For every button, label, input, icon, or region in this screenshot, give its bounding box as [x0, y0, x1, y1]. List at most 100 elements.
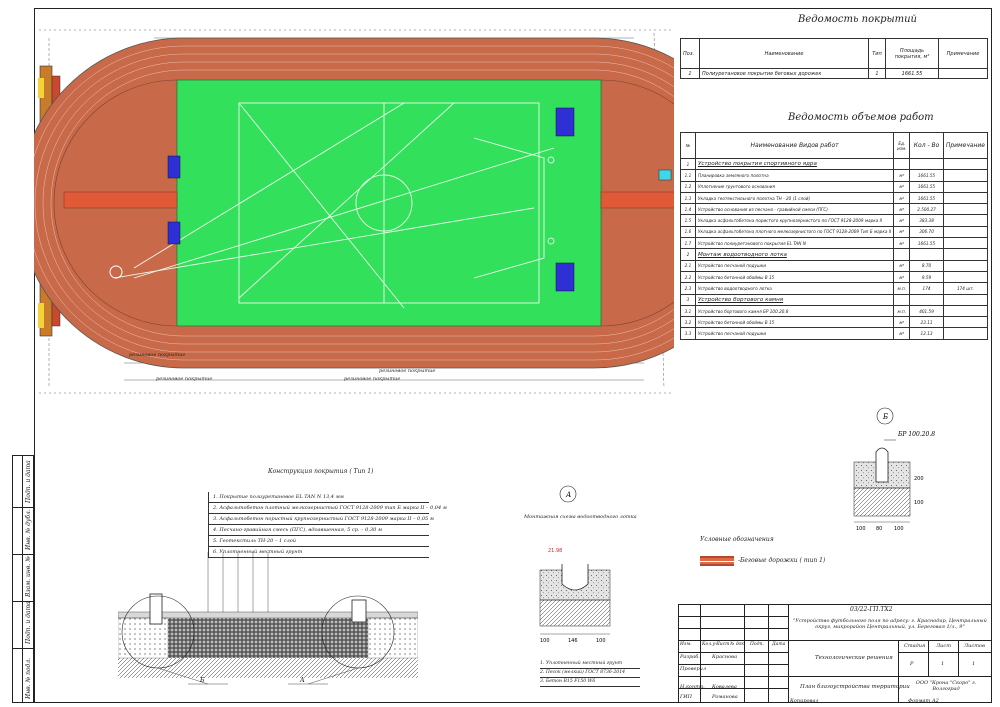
drawing-name: План благоустройства территории [800, 684, 910, 690]
coverage-title: Ведомость покрытий [798, 14, 917, 25]
curb-vdim: 200 [914, 476, 924, 482]
cell [942, 214, 989, 227]
sheet-header: Листов [964, 643, 985, 649]
cell: Устройство песчаной подушки [694, 259, 895, 272]
cell: 1.1 [680, 169, 696, 182]
cell: 383.38 [909, 214, 944, 227]
cell: 23.11 [909, 316, 944, 329]
cell [942, 316, 989, 329]
project-name: "Устройство футбольного поля по адресу: … [793, 618, 987, 630]
sheet-header: Стадия [904, 643, 926, 649]
stamp-col: Изм. [680, 642, 692, 647]
side-label: Инв. № дубл. [25, 509, 32, 550]
layers-legend: 1. Покрытие полиуретановое EL TAN N 13,4… [208, 492, 447, 558]
cell: м.п. [893, 304, 911, 318]
cell: Устройство бетонной обоймы В 15 [694, 316, 895, 329]
cell: 1.4 [680, 203, 696, 216]
stamp-person: Краснова [712, 654, 738, 660]
cell [893, 157, 911, 171]
layer-label: 3. Асфальтобетон пористый крупнозернисты… [209, 514, 434, 525]
cell [942, 304, 989, 318]
cell: Уплотнение грунтового основания [694, 180, 895, 193]
curb-dim: 80 [876, 526, 882, 532]
football-field [176, 79, 602, 327]
stamp-role: Н.контр. [680, 684, 705, 690]
section-name: Технологические решения [815, 655, 893, 661]
side-label: Подп. и дата [25, 601, 32, 644]
cell: Устройство основания из песчано - гравий… [694, 203, 895, 216]
cell: 3.3 [680, 327, 696, 340]
legend-swatch [700, 556, 734, 566]
cell: Устройство бортового камня [694, 293, 895, 306]
stamp-col: Подп. [750, 642, 764, 647]
col-header: Тип [868, 38, 886, 69]
cell: Укладка асфальтобетона плотного мелкозер… [694, 225, 895, 239]
cell: 1 [868, 68, 886, 79]
tray-note: 1. Уплотненный местный грунт [540, 660, 640, 669]
sheet-value: Р [910, 661, 914, 667]
copied-label: Копировал [790, 698, 819, 704]
cell: м³ [893, 259, 911, 272]
format-label: Формат А2 [908, 698, 939, 704]
stamp-role: ГИП [680, 694, 693, 700]
cell [942, 203, 989, 216]
table-row: 1 Полиуретановое покрытие беговых дороже… [680, 68, 988, 79]
layer-label: 1. Покрытие полиуретановое EL TAN N 13,4… [209, 492, 429, 503]
cell: 3.1 [680, 304, 696, 318]
stamp-col: Дата [772, 642, 786, 647]
side-stamp-strip: Подп. и дата Инв. № дубл. Взам. инв. № П… [12, 455, 34, 703]
cell: 1661.55 [909, 237, 944, 250]
tray-notes: 1. Уплотненный местный грунт 2. Песок (м… [540, 660, 640, 687]
resin-label: резиновое покрытие [129, 352, 185, 358]
cell: м³ [893, 203, 911, 216]
layer-label: 2. Асфальтобетон плотный мелкозернистый … [209, 503, 447, 514]
tray-title: Монтажная схема водоотводного лотка [524, 514, 637, 520]
cell: 2.1 [680, 259, 696, 272]
cell: 1.2 [680, 180, 696, 193]
drawing-code: 03/22-ГП.ТХ2 [850, 606, 893, 613]
stamp-col: Лист [716, 642, 730, 647]
cell: 8.70 [909, 259, 944, 272]
stamp-person: Романова [712, 694, 738, 700]
cell [893, 248, 911, 261]
cell [942, 237, 989, 250]
resin-label: резиновое покрытие [379, 368, 435, 374]
cell: 174 [909, 282, 944, 295]
cell: м² [893, 180, 911, 193]
side-label: Инв. № подл. [25, 657, 32, 699]
cell: м³ [893, 316, 911, 329]
col-header: Ед. изм. [893, 132, 911, 159]
cell: Укладка асфальтобетона пористого крупноз… [694, 214, 895, 227]
col-header: Примечание [942, 132, 989, 159]
cell: м² [893, 191, 911, 205]
cell [942, 270, 989, 284]
stamp-col: № док. [730, 642, 746, 647]
cell: 2.3 [680, 282, 696, 295]
cell: 1661.55 [885, 68, 939, 79]
cell: Устройство полиуретанового покрытия EL T… [694, 237, 895, 250]
sheet-value: 1 [972, 661, 976, 667]
cell [942, 191, 989, 205]
cell: 1.6 [680, 225, 696, 239]
side-label: Взам. инв. № [25, 556, 32, 597]
company-name: ООО "Крона "Скоро" г. Волгоград [915, 680, 977, 692]
cell: 2 [680, 248, 696, 261]
curb-detail: Б БР 100.20.8 100 80 100 200 100 [853, 407, 935, 532]
cell: 3 [680, 293, 696, 306]
cell [942, 259, 989, 272]
tray-note: 3. Бетон В15 F150 W6 [540, 678, 640, 687]
sheet-frame [34, 8, 992, 703]
cell: 2.2 [680, 270, 696, 284]
callout-a: А [299, 677, 305, 684]
